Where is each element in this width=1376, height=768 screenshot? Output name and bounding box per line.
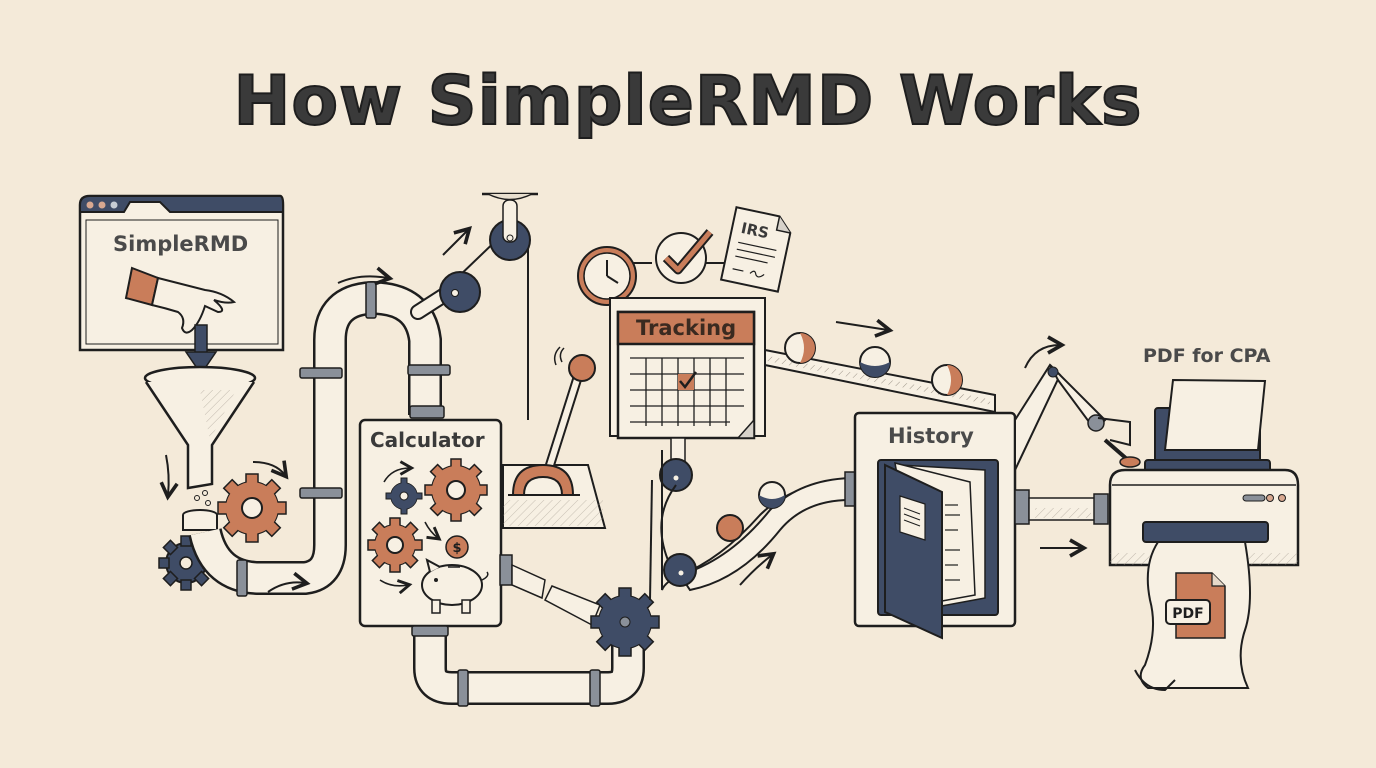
pipe bbox=[188, 280, 451, 597]
pdf-file-icon: PDF bbox=[1165, 572, 1226, 639]
ramp-top bbox=[764, 332, 996, 414]
coin-icon: $ bbox=[445, 535, 469, 559]
piston-arm bbox=[499, 554, 601, 627]
calculator-panel: $ bbox=[358, 418, 503, 628]
pipe-bottom bbox=[411, 625, 645, 707]
page-title: How SimpleRMD Works bbox=[232, 61, 1143, 142]
ball-orange bbox=[716, 514, 744, 542]
robot-arm bbox=[1014, 363, 1141, 471]
ball-navy bbox=[758, 481, 786, 509]
gear-small-navy-icon bbox=[385, 477, 423, 515]
lever bbox=[502, 346, 607, 529]
stage-label-pdf-for-cpa: PDF for CPA bbox=[1143, 345, 1271, 367]
irs-document-icon: IRS bbox=[719, 206, 792, 293]
funnel-icon bbox=[143, 365, 257, 506]
down-arrow-icon bbox=[184, 324, 218, 376]
history-panel bbox=[853, 411, 1030, 640]
stage-label-tracking: Tracking bbox=[636, 316, 737, 340]
ball-navy bbox=[859, 346, 891, 378]
pulley-system bbox=[410, 192, 538, 420]
checkmark-icon bbox=[655, 229, 714, 284]
hand-icon bbox=[124, 266, 237, 334]
browser-window-icon bbox=[78, 194, 285, 352]
stage-label-history: History bbox=[888, 424, 974, 448]
gear-navy-large-icon bbox=[590, 587, 660, 657]
gear-large-orange-icon bbox=[424, 458, 488, 522]
gear-medium-orange-icon bbox=[367, 517, 423, 573]
printer-icon: PDF bbox=[1108, 378, 1300, 692]
connector-rod bbox=[1028, 493, 1109, 525]
gear-orange-icon bbox=[217, 473, 287, 543]
tracking-machine: IRS bbox=[577, 206, 792, 492]
svg-text:$: $ bbox=[452, 541, 461, 556]
piggy-bank-icon bbox=[421, 558, 489, 614]
clock-icon bbox=[577, 246, 637, 306]
open-book-icon bbox=[877, 459, 999, 640]
ball-orange bbox=[784, 332, 816, 364]
svg-text:PDF: PDF bbox=[1172, 606, 1203, 622]
cup-icon bbox=[182, 509, 218, 531]
stage-label-calculator: Calculator bbox=[370, 428, 485, 452]
svg-text:IRS: IRS bbox=[739, 219, 770, 242]
stage-label-simplermd: SimpleRMD bbox=[113, 232, 249, 256]
ball-orange bbox=[931, 364, 963, 396]
